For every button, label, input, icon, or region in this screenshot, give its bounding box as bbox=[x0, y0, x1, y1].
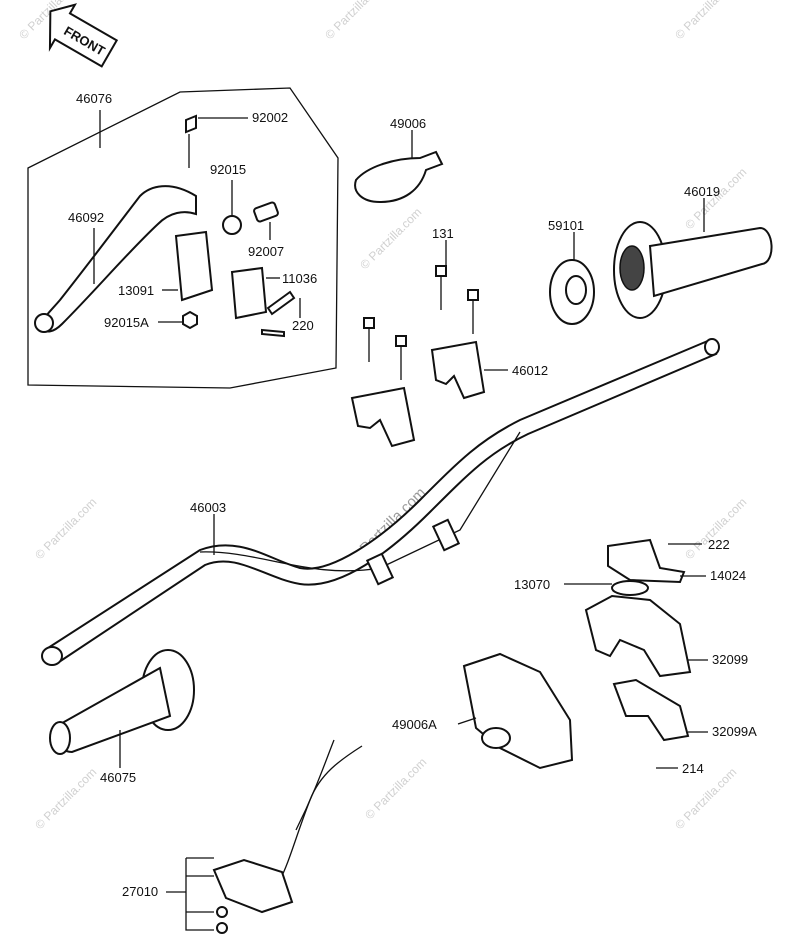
callout-131: 131 bbox=[432, 226, 454, 241]
watermark: © Partzilla.com bbox=[357, 205, 424, 272]
callout-14024: 14024 bbox=[710, 568, 746, 583]
leader-lines bbox=[93, 110, 708, 931]
callout-27010: 27010 bbox=[122, 884, 158, 899]
handlebar bbox=[41, 338, 720, 666]
callout-13091: 13091 bbox=[118, 283, 154, 298]
callout-222: 222 bbox=[708, 537, 730, 552]
callout-11036: 11036 bbox=[282, 271, 317, 286]
callout-46092: 46092 bbox=[68, 210, 104, 225]
callout-46019: 46019 bbox=[684, 184, 720, 199]
callout-59101: 59101 bbox=[548, 218, 584, 233]
watermark: © Partzilla.com bbox=[322, 0, 389, 42]
callout-92007: 92007 bbox=[248, 244, 284, 259]
clutch-lever bbox=[34, 114, 296, 338]
callout-92015: 92015 bbox=[210, 162, 246, 177]
callout-13070: 13070 bbox=[514, 577, 550, 592]
callout-92015a: 92015A bbox=[104, 315, 149, 330]
callout-220: 220 bbox=[292, 318, 314, 333]
callout-49006a: 49006A bbox=[392, 717, 437, 732]
lever-assembly-box bbox=[27, 87, 339, 389]
callout-46076: 46076 bbox=[76, 91, 112, 106]
callout-32099: 32099 bbox=[712, 652, 748, 667]
callout-49006: 49006 bbox=[390, 116, 426, 131]
watermark: © Partzilla.com bbox=[672, 0, 739, 42]
watermark: © Partzilla.com bbox=[32, 765, 99, 832]
callout-46012: 46012 bbox=[512, 363, 548, 378]
throttle-cover bbox=[354, 150, 444, 204]
callout-labels: 46076 92002 92015 46092 92007 11036 1309… bbox=[68, 91, 757, 899]
throttle-pulley bbox=[549, 259, 595, 325]
switch-assembly bbox=[212, 739, 363, 934]
callout-32099a: 32099A bbox=[712, 724, 757, 739]
callout-46075: 46075 bbox=[100, 770, 136, 785]
callout-92002: 92002 bbox=[252, 110, 288, 125]
watermark: © Partzilla.com bbox=[362, 755, 429, 822]
left-grip bbox=[49, 649, 195, 755]
watermark: © Partzilla.com bbox=[32, 495, 99, 562]
handlebar-holders bbox=[350, 340, 486, 448]
watermark: © Partzilla.com bbox=[682, 495, 749, 562]
clamp-bolts bbox=[363, 265, 479, 380]
right-grip bbox=[613, 221, 773, 319]
callout-214: 214 bbox=[682, 761, 704, 776]
throttle-housing-parts bbox=[462, 538, 692, 770]
callout-46003: 46003 bbox=[190, 500, 226, 515]
